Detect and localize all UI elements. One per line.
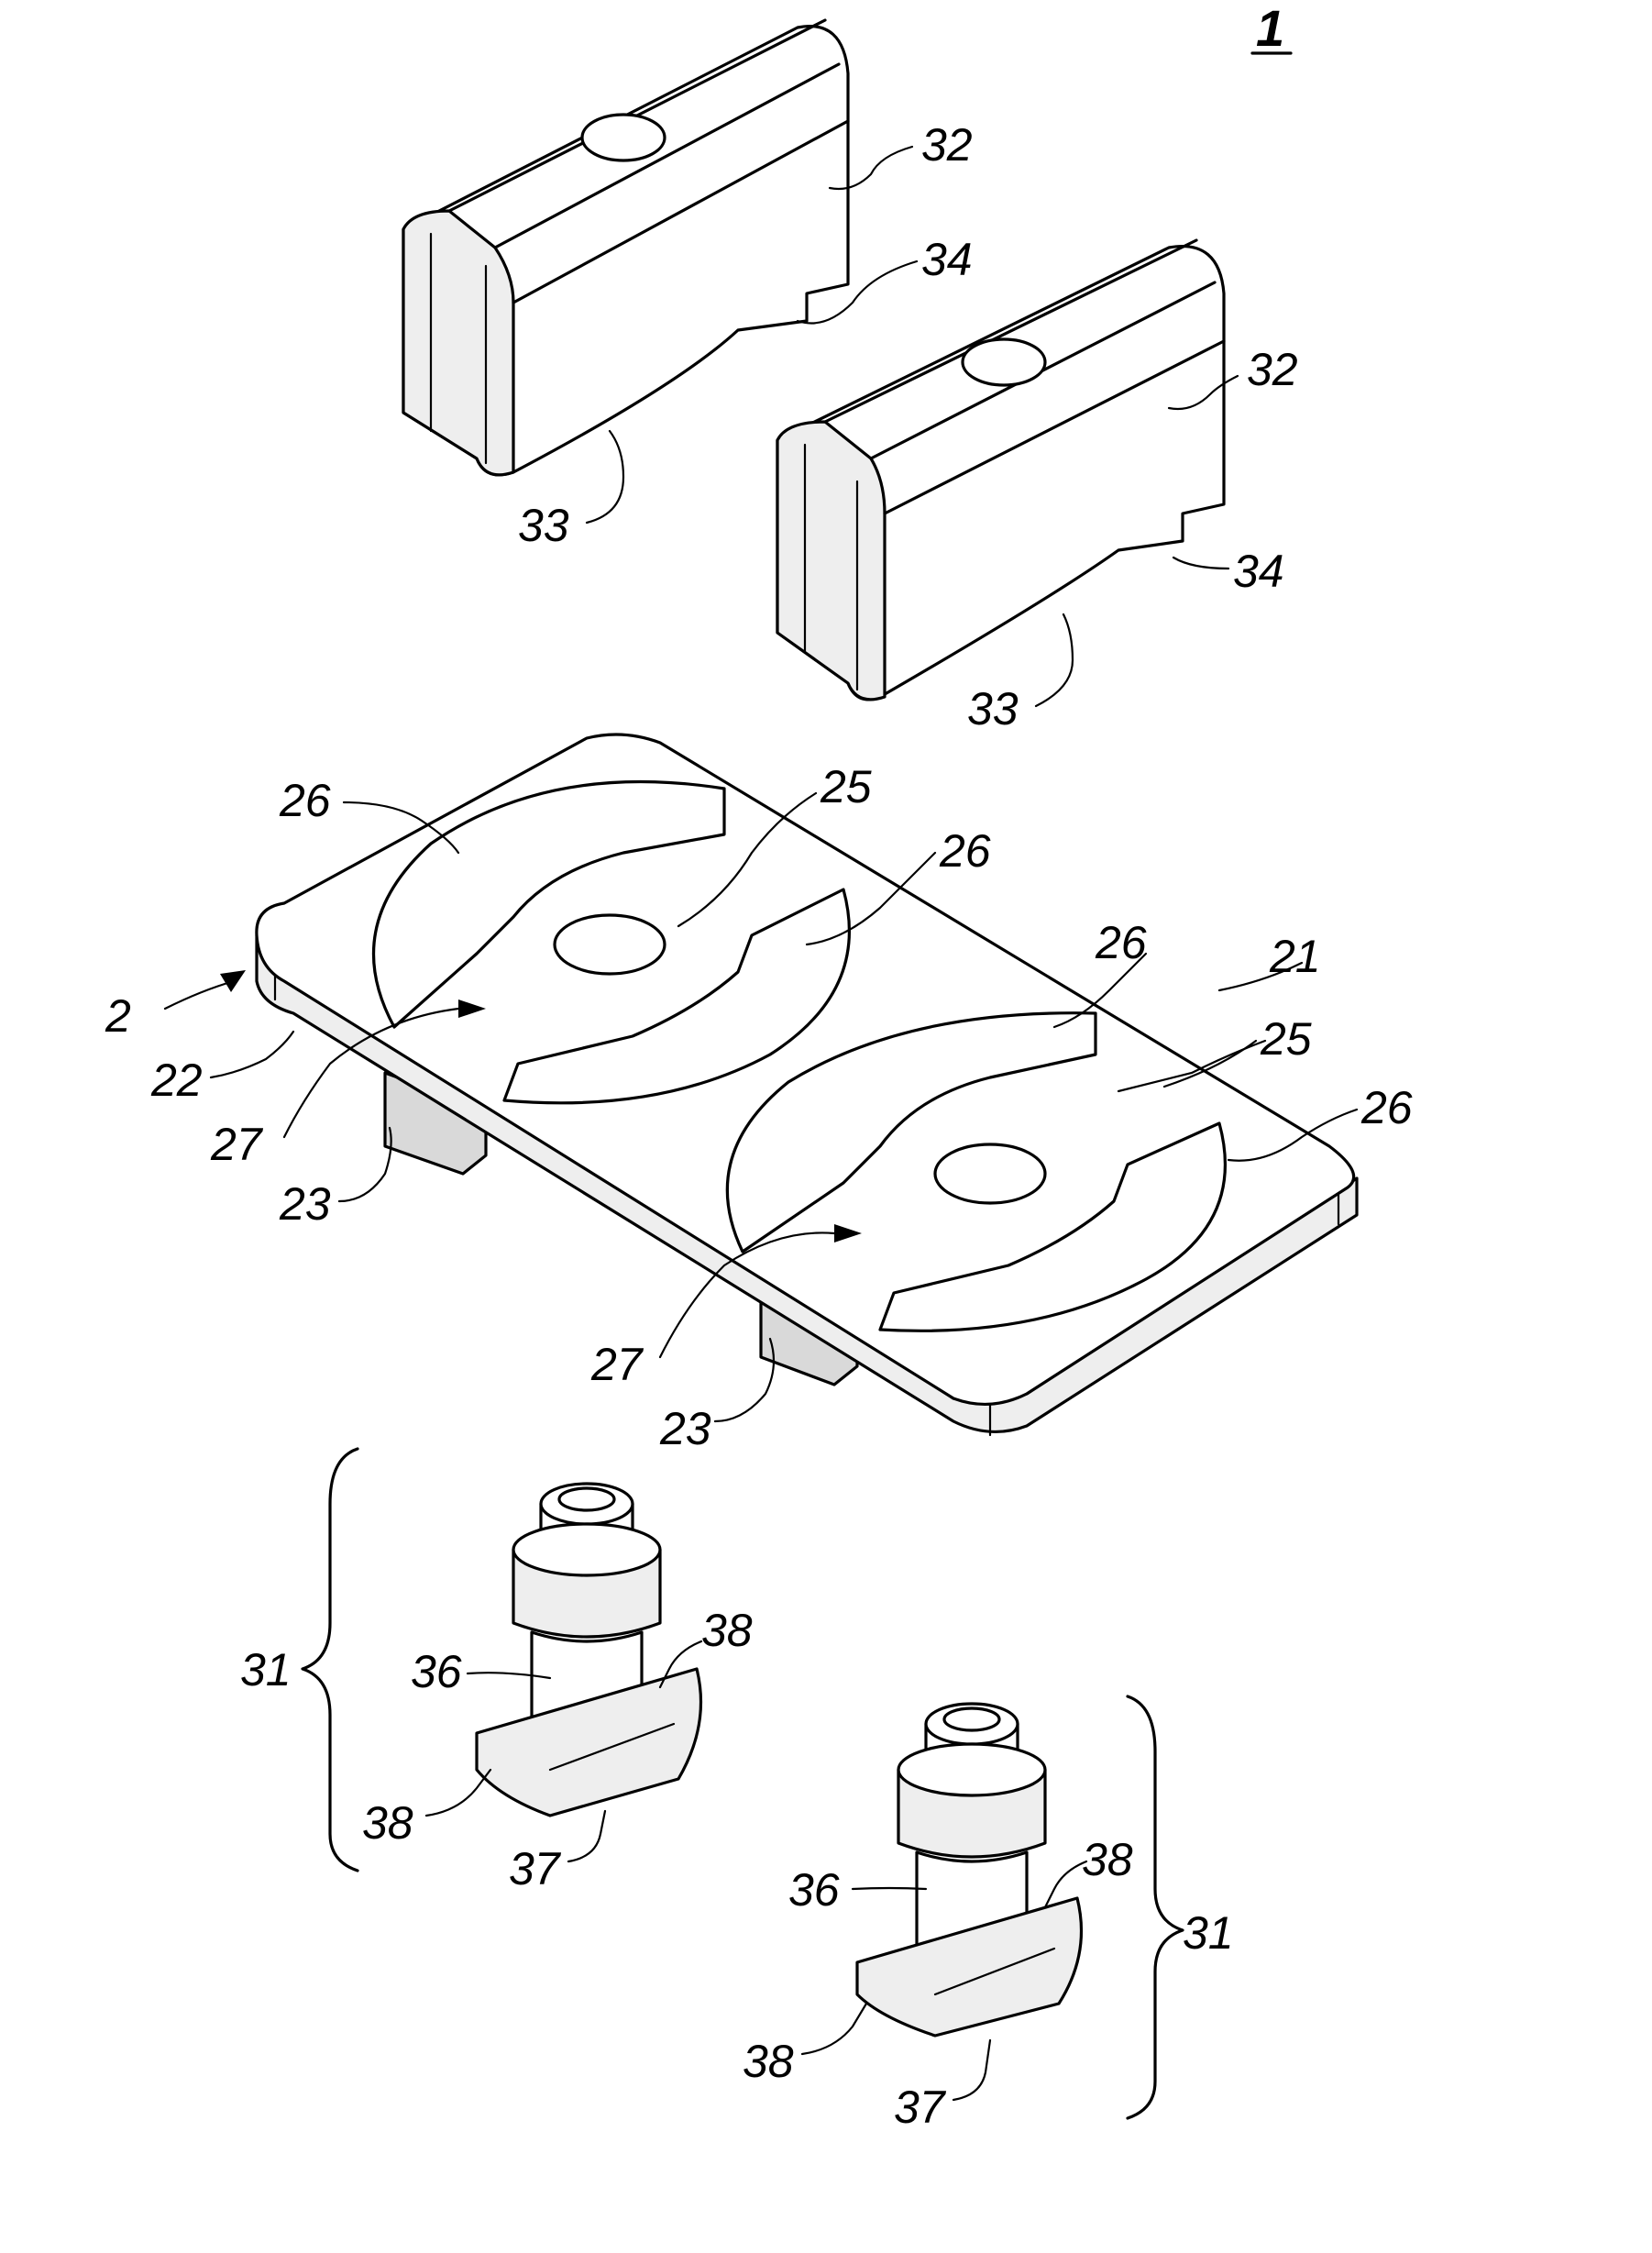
label-23-a: 23 bbox=[279, 1178, 331, 1230]
base-plate bbox=[257, 734, 1357, 1435]
arrow-2-icon bbox=[220, 970, 246, 992]
label-31-right: 31 bbox=[1183, 1907, 1234, 1959]
brace-left bbox=[303, 1449, 358, 1871]
label-25-b: 25 bbox=[1260, 1013, 1312, 1065]
figure-number-text: 1 bbox=[1256, 0, 1284, 57]
label-38-left-top: 38 bbox=[701, 1605, 753, 1656]
label-2: 2 bbox=[105, 990, 131, 1042]
label-38-left-bottom: 38 bbox=[362, 1797, 413, 1849]
label-34-upper: 34 bbox=[921, 234, 973, 285]
label-36-left: 36 bbox=[411, 1646, 462, 1697]
label-36-right: 36 bbox=[788, 1864, 840, 1916]
block-upper bbox=[403, 20, 848, 475]
label-26-c: 26 bbox=[1095, 917, 1147, 968]
label-34-lower: 34 bbox=[1233, 546, 1284, 597]
label-22: 22 bbox=[150, 1055, 203, 1106]
label-32-lower: 32 bbox=[1247, 344, 1298, 395]
bolt-left bbox=[477, 1484, 701, 1816]
label-26-d: 26 bbox=[1360, 1082, 1413, 1133]
hole-right bbox=[935, 1144, 1045, 1203]
label-25-a: 25 bbox=[820, 761, 872, 812]
bolt-right bbox=[857, 1704, 1082, 2036]
label-27-a: 27 bbox=[210, 1119, 264, 1170]
block-lower-hole bbox=[963, 339, 1045, 385]
figure-number: 1 bbox=[1252, 0, 1291, 57]
block-upper-hole bbox=[582, 115, 665, 160]
label-26-b: 26 bbox=[939, 825, 991, 877]
label-31-left: 31 bbox=[240, 1644, 292, 1695]
label-37-left: 37 bbox=[509, 1843, 562, 1894]
brace-right bbox=[1128, 1696, 1183, 2118]
label-26-a: 26 bbox=[279, 775, 331, 826]
label-32-upper: 32 bbox=[921, 119, 973, 171]
hole-left bbox=[555, 915, 665, 974]
label-33-lower: 33 bbox=[967, 683, 1019, 734]
label-27-b: 27 bbox=[590, 1339, 644, 1390]
label-38-right-bottom: 38 bbox=[743, 2036, 794, 2087]
label-37-right: 37 bbox=[894, 2082, 947, 2133]
label-33-upper: 33 bbox=[518, 500, 569, 551]
label-23-b: 23 bbox=[659, 1403, 711, 1454]
label-21: 21 bbox=[1269, 931, 1321, 982]
label-38-right-top: 38 bbox=[1082, 1834, 1133, 1885]
